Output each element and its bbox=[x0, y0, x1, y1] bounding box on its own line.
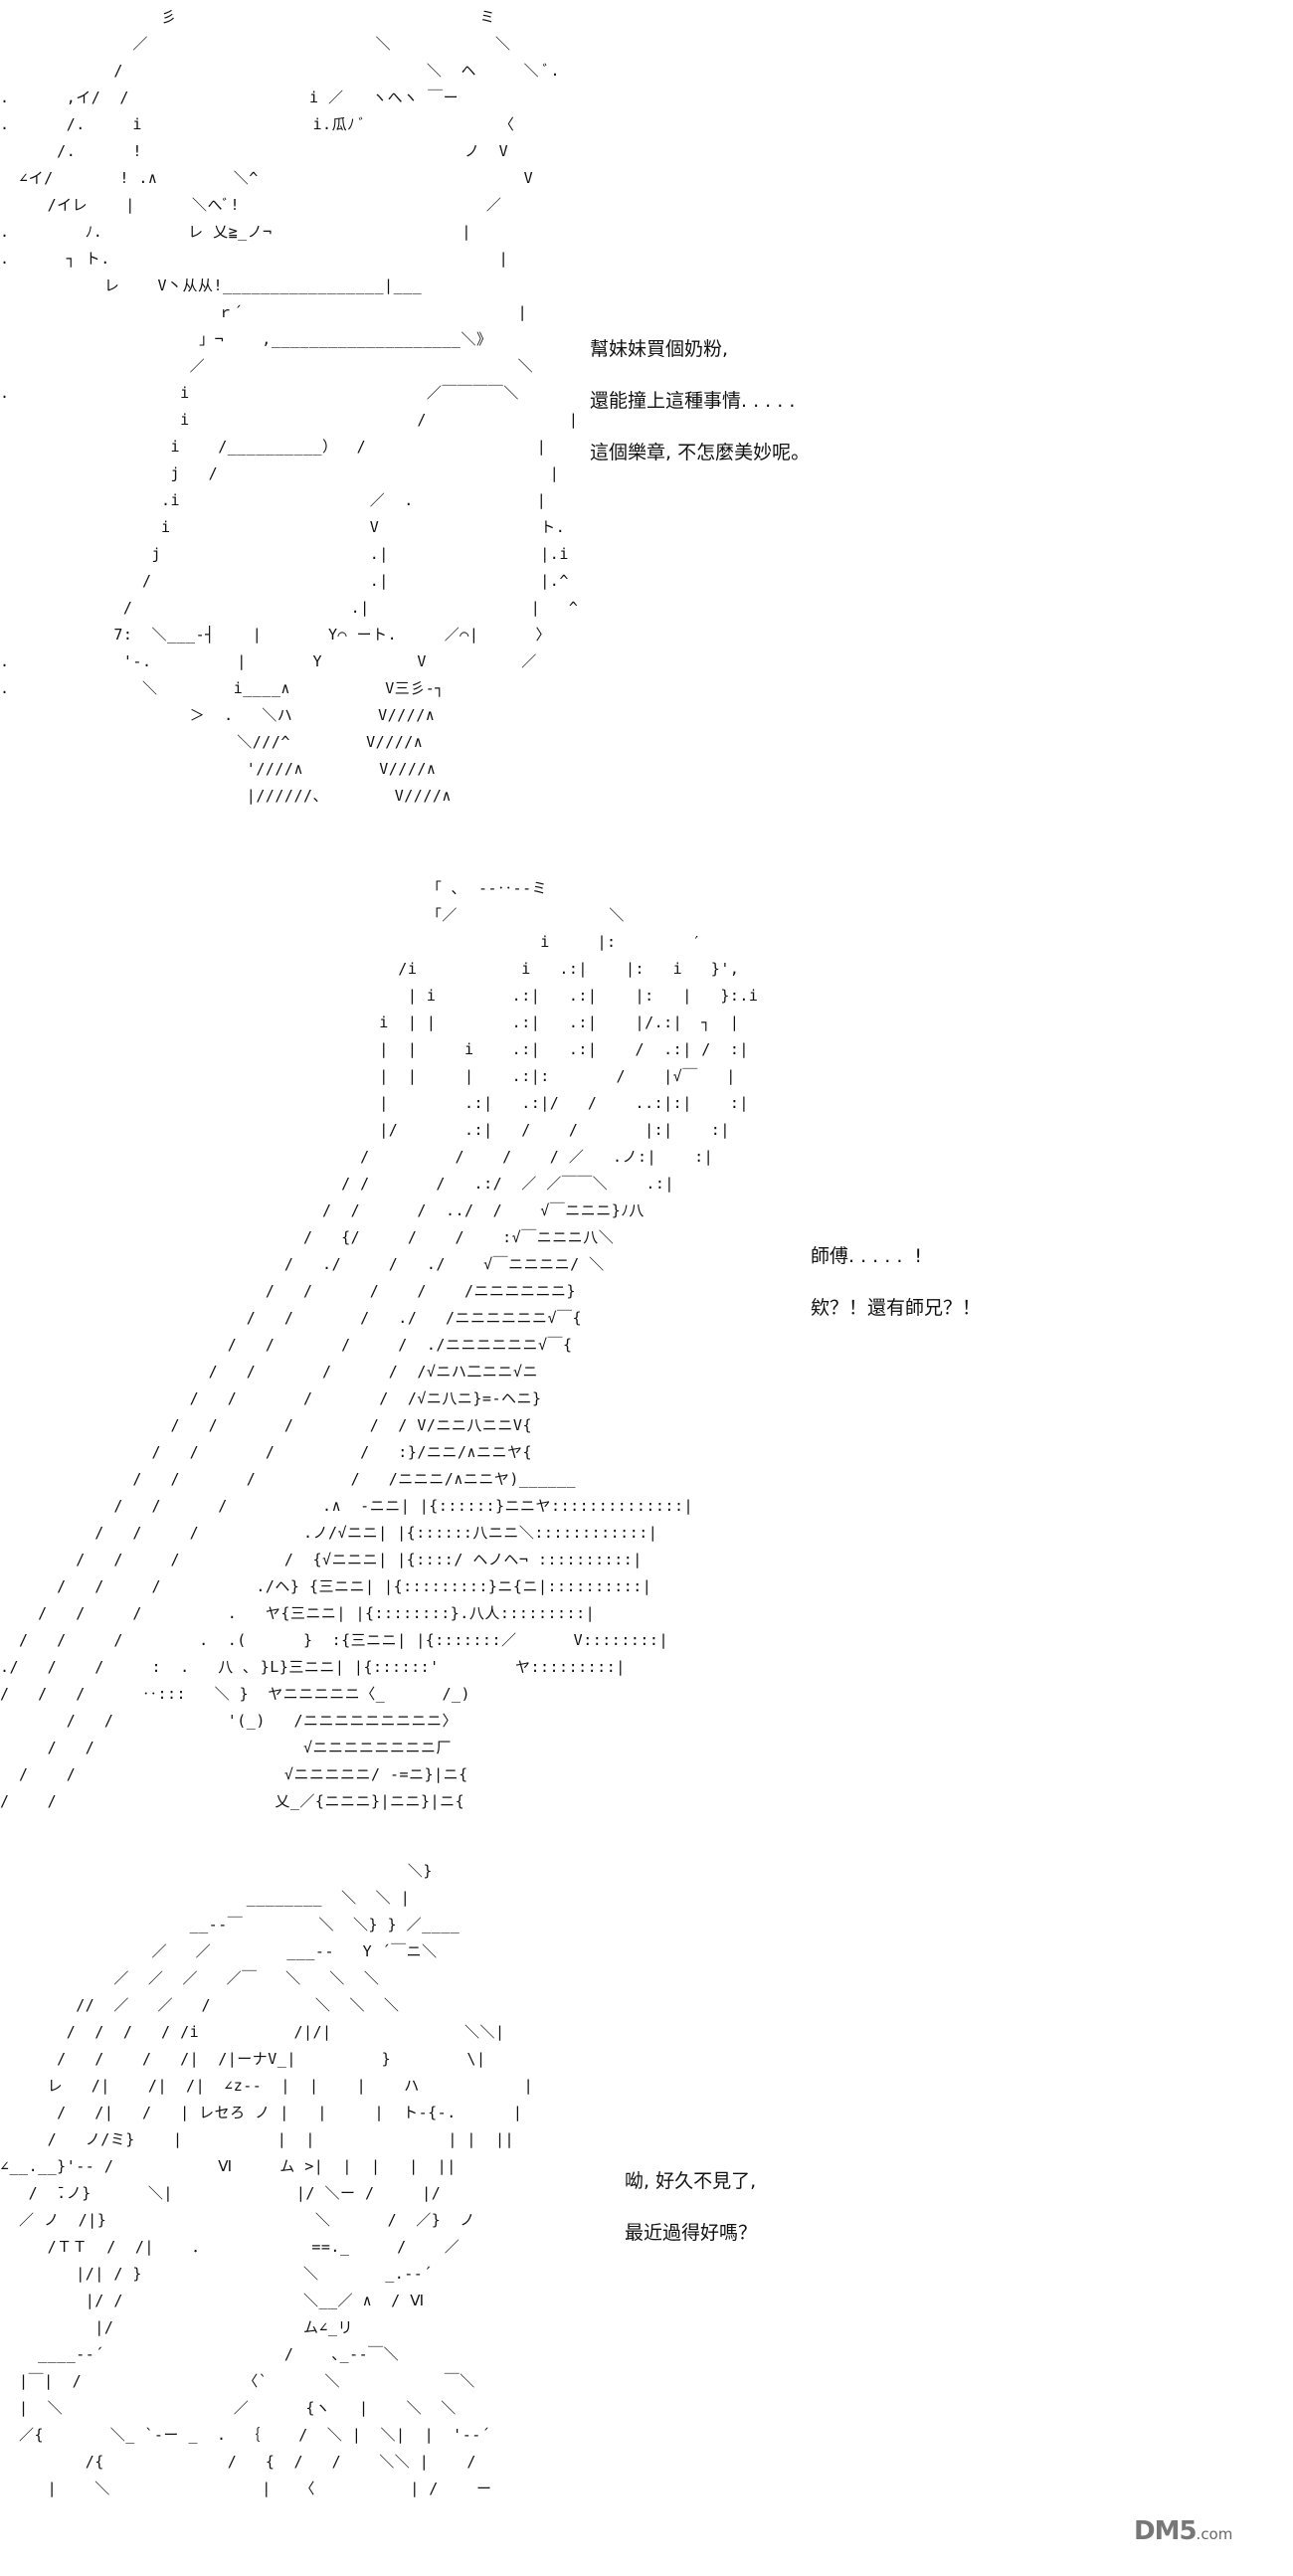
watermark-logo: DM5.com bbox=[1134, 2516, 1232, 2546]
dialogue-panel-3: 呦, 好久不見了, 最近過得好嗎？ bbox=[625, 2155, 757, 2259]
dialogue-line: 還能撞上這種事情. . . . . bbox=[590, 390, 796, 412]
dialogue-panel-1: 幫妹妹買個奶粉, 還能撞上這種事情. . . . . 這個樂章, 不怎麼美妙呢。 bbox=[590, 323, 810, 478]
dialogue-line: 這個樂章, 不怎麼美妙呢。 bbox=[590, 442, 811, 463]
ascii-art-panel-1: 彡 ミ ／ ＼ ＼ / ＼ ヘ ＼ ﾞ. . ,イ/ / i ／ ヽへヽ ￣ー … bbox=[0, 8, 579, 805]
ascii-art-panel-3: ＼} ________ ＼ ＼ | __--￣ ＼ ＼} } ／____ ／ ／… bbox=[0, 1862, 534, 2497]
dialogue-line: 最近過得好嗎？ bbox=[625, 2222, 758, 2244]
ascii-art-panel-2: 「 ､ --‥--ミ 「／ ＼ i |: ′ /i bbox=[0, 879, 759, 1810]
watermark-suffix: .com bbox=[1196, 2525, 1233, 2543]
dialogue-line: 師傅. . . . . ! bbox=[811, 1245, 923, 1267]
dialogue-line: 欸？！還有師兄？！ bbox=[811, 1297, 982, 1319]
dialogue-line: 呦, 好久不見了, bbox=[625, 2170, 757, 2192]
dialogue-line: 幫妹妹買個奶粉, bbox=[590, 338, 729, 360]
watermark-brand: DM5 bbox=[1134, 2516, 1198, 2546]
dialogue-panel-2: 師傅. . . . . ! 欸？！還有師兄？！ bbox=[811, 1230, 981, 1334]
